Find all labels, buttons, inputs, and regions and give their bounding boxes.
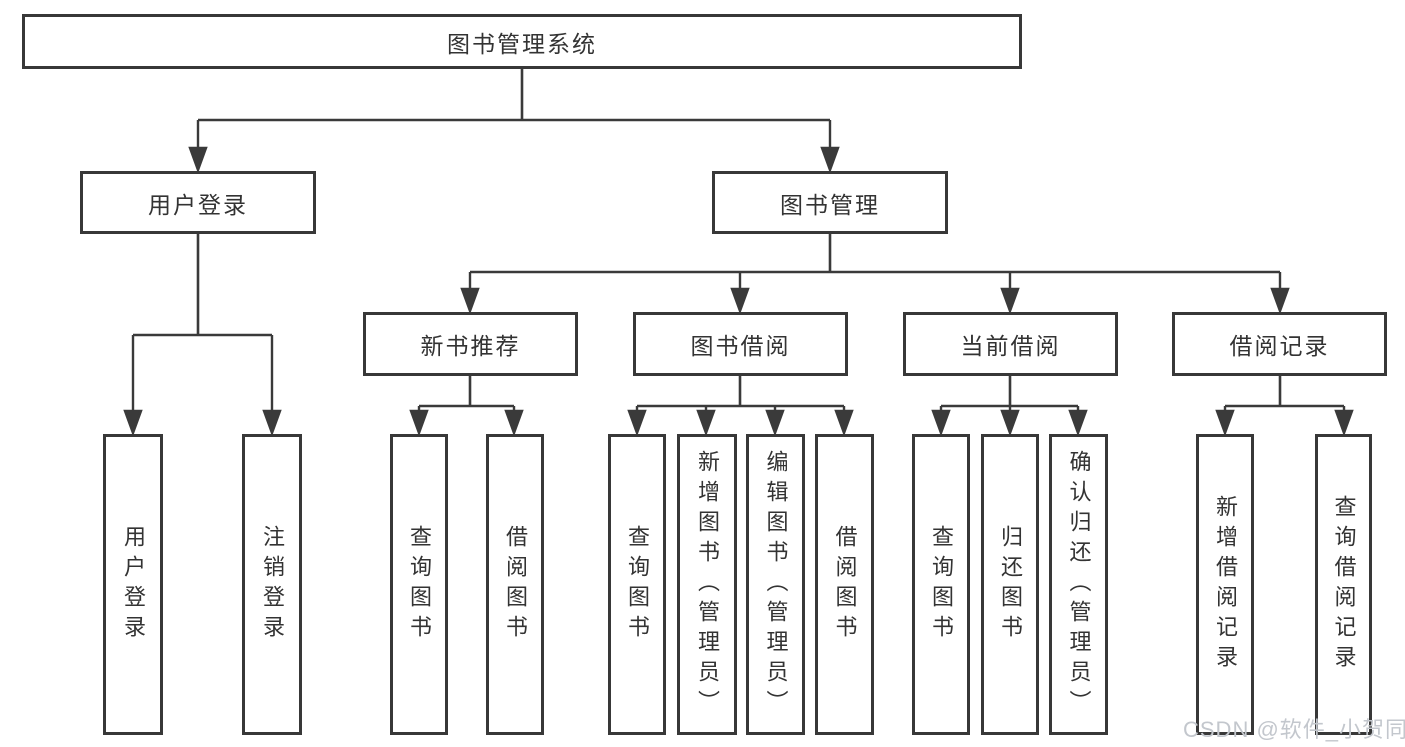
node-book-borrowing: 图书借阅 bbox=[633, 312, 848, 376]
leaf-newbook-search-books: 查询图书 bbox=[390, 434, 448, 735]
leaf-newbook-search-books-label: 查询图书 bbox=[407, 524, 432, 645]
node-current-borrowing: 当前借阅 bbox=[903, 312, 1118, 376]
leaf-logout: 注销登录 bbox=[242, 434, 302, 735]
leaf-current-search-books-label: 查询图书 bbox=[929, 524, 954, 645]
leaf-newbook-borrow-books: 借阅图书 bbox=[486, 434, 544, 735]
leaf-borrow-edit-books-admin: 编辑图书（管理员） bbox=[746, 434, 805, 735]
leaf-current-confirm-return-admin-label: 确认归还（管理员） bbox=[1066, 449, 1092, 720]
watermark: CSDN @软件_小贺同学 bbox=[1183, 717, 1405, 742]
leaf-user-login-label: 用户登录 bbox=[121, 524, 146, 645]
node-user-login-label: 用户登录 bbox=[148, 191, 248, 218]
leaf-records-add-record: 新增借阅记录 bbox=[1196, 434, 1254, 735]
node-book-management: 图书管理 bbox=[712, 171, 948, 234]
node-library-system: 图书管理系统 bbox=[22, 14, 1022, 69]
leaf-current-return-books-label: 归还图书 bbox=[998, 524, 1023, 645]
leaf-records-search-record-label: 查询借阅记录 bbox=[1331, 494, 1357, 675]
leaf-current-search-books: 查询图书 bbox=[912, 434, 970, 735]
leaf-borrow-search-books: 查询图书 bbox=[608, 434, 666, 735]
leaf-borrow-borrow-books-label: 借阅图书 bbox=[832, 524, 858, 645]
leaf-newbook-borrow-books-label: 借阅图书 bbox=[503, 524, 528, 645]
leaf-user-login: 用户登录 bbox=[103, 434, 163, 735]
leaf-borrow-add-books-admin: 新增图书（管理员） bbox=[677, 434, 737, 735]
node-new-book-recommend-label: 新书推荐 bbox=[420, 333, 521, 359]
leaf-records-add-record-label: 新增借阅记录 bbox=[1213, 494, 1238, 675]
leaf-borrow-edit-books-admin-label: 编辑图书（管理员） bbox=[763, 449, 789, 720]
leaf-logout-label: 注销登录 bbox=[260, 524, 285, 645]
node-user-login: 用户登录 bbox=[80, 171, 316, 234]
node-book-management-label: 图书管理 bbox=[780, 191, 880, 218]
leaf-current-confirm-return-admin: 确认归还（管理员） bbox=[1049, 434, 1108, 735]
leaf-records-search-record: 查询借阅记录 bbox=[1315, 434, 1372, 735]
leaf-borrow-search-books-label: 查询图书 bbox=[625, 524, 650, 645]
node-library-system-label: 图书管理系统 bbox=[447, 30, 597, 57]
leaf-borrow-borrow-books: 借阅图书 bbox=[815, 434, 874, 735]
leaf-current-return-books: 归还图书 bbox=[981, 434, 1039, 735]
node-borrow-records: 借阅记录 bbox=[1172, 312, 1387, 376]
leaf-borrow-add-books-admin-label: 新增图书（管理员） bbox=[695, 449, 720, 720]
node-book-borrowing-label: 图书借阅 bbox=[690, 333, 791, 359]
node-new-book-recommend: 新书推荐 bbox=[363, 312, 578, 376]
node-borrow-records-label: 借阅记录 bbox=[1229, 333, 1330, 359]
node-current-borrowing-label: 当前借阅 bbox=[960, 333, 1061, 359]
